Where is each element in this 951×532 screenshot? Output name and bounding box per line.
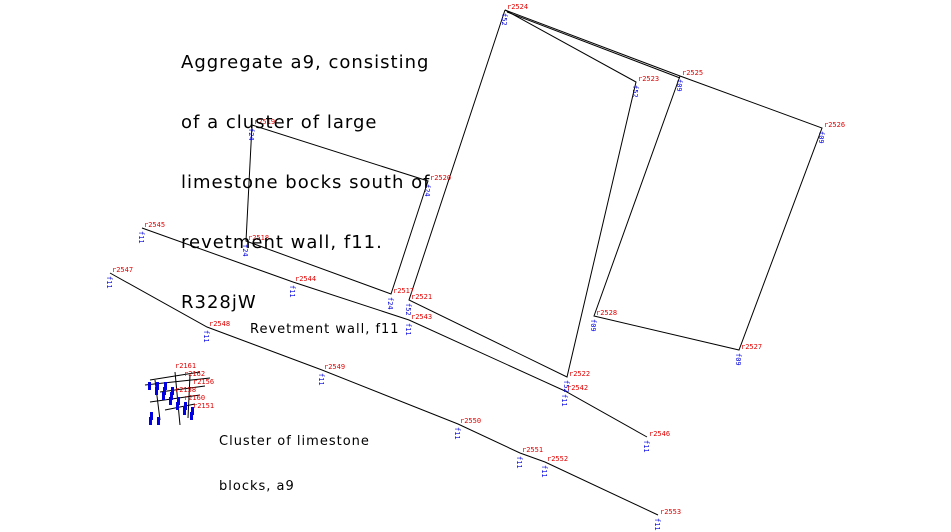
- block-outline: [408, 9, 637, 378]
- cluster-block-edge: [187, 374, 191, 419]
- cluster-code-mark: [156, 382, 159, 390]
- point-label: r2528: [596, 309, 617, 317]
- point-label: r2543: [411, 313, 432, 321]
- cluster-code-mark: [184, 402, 187, 410]
- cluster-code-mark: [149, 417, 152, 425]
- block-outline: [593, 75, 823, 351]
- point-label: r2525: [682, 69, 703, 77]
- point-code: f24: [423, 184, 431, 197]
- point-code: f24: [241, 244, 249, 257]
- cluster-code-mark: [183, 407, 186, 415]
- point-code: f11: [560, 394, 568, 407]
- point-code: f11: [317, 373, 325, 386]
- cluster-code-mark: [171, 387, 174, 395]
- point-code: f11: [404, 323, 412, 336]
- point-code: f11: [137, 231, 145, 244]
- cluster-block-edge: [159, 385, 206, 393]
- point-label: r2544: [295, 275, 316, 283]
- point-label: r2542: [567, 384, 588, 392]
- block-outline: [245, 124, 429, 295]
- point-label: r2527: [741, 343, 762, 351]
- point-code: f11: [202, 330, 210, 343]
- cluster-point-label: r2160: [184, 394, 205, 402]
- wall-line-upper: [141, 227, 648, 438]
- point-label: r2524: [507, 3, 528, 11]
- point-label: r2545: [144, 221, 165, 229]
- cluster-code-mark: [169, 397, 172, 405]
- point-code: f11: [288, 285, 296, 298]
- cluster-code-mark: [191, 407, 194, 415]
- title-line: revetment wall, f11.: [181, 232, 383, 253]
- point-label: r2523: [638, 75, 659, 83]
- cluster-label-line: Cluster of limestone: [219, 434, 370, 449]
- point-label: r2551: [522, 446, 543, 454]
- cluster-code-mark: [155, 387, 158, 395]
- point-code: f52: [404, 303, 412, 316]
- cluster-code-mark: [162, 392, 165, 400]
- revetment-wall-label: Revetment wall, f11: [250, 322, 400, 337]
- point-code: f11: [642, 440, 650, 453]
- cluster-point-label: r2162: [184, 370, 205, 378]
- point-label: r2518: [248, 234, 269, 242]
- point-code: f52: [562, 380, 570, 393]
- cluster-code-mark: [177, 397, 180, 405]
- point-label: r2548: [209, 320, 230, 328]
- title-line: of a cluster of large: [181, 112, 378, 133]
- cluster-code-mark: [190, 412, 193, 420]
- point-code: f09: [589, 319, 597, 332]
- cluster-block-edge: [164, 403, 196, 411]
- cluster-point-label: r2151: [193, 402, 214, 410]
- point-code: f11: [515, 456, 523, 469]
- point-label: r2526: [824, 121, 845, 129]
- title-line: Aggregate a9, consisting: [181, 52, 430, 73]
- point-code: f09: [675, 79, 683, 92]
- point-label: r2519: [254, 118, 275, 126]
- aggregate-description: Aggregate a9, consisting of a cluster of…: [181, 13, 430, 333]
- point-code: f24: [247, 128, 255, 141]
- cluster-code-mark: [176, 402, 179, 410]
- point-code: f09: [734, 353, 742, 366]
- title-line: limestone bocks south of: [181, 172, 431, 193]
- block-edge: [504, 9, 681, 77]
- cluster-code-mark: [170, 392, 173, 400]
- point-code: f52: [500, 13, 508, 26]
- cluster-point-label: r2156: [193, 378, 214, 386]
- cluster-code-mark: [157, 417, 160, 425]
- point-code: f11: [453, 427, 461, 440]
- point-label: r2550: [460, 417, 481, 425]
- wall-line-lower: [109, 272, 659, 516]
- point-label: r2552: [547, 455, 568, 463]
- point-code: f24: [386, 297, 394, 310]
- point-label: r2521: [411, 293, 432, 301]
- cluster-point-label: r2158: [175, 386, 196, 394]
- cluster-block-edge: [149, 394, 201, 403]
- point-code: f52: [631, 85, 639, 98]
- point-label: r2522: [569, 370, 590, 378]
- point-label: r2553: [660, 508, 681, 516]
- cluster-label: Cluster of limestone blocks, a9: [219, 404, 370, 509]
- point-label: r2517: [393, 287, 414, 295]
- title-line: R328jW: [181, 292, 257, 313]
- point-code: f11: [653, 518, 661, 531]
- cluster-code-mark: [164, 382, 167, 390]
- point-label: r2546: [649, 430, 670, 438]
- point-code: f11: [105, 276, 113, 289]
- cluster-code-mark: [148, 382, 151, 390]
- cluster-point-label: r2161: [175, 362, 196, 370]
- cluster-code-mark: [163, 387, 166, 395]
- point-label: r2547: [112, 266, 133, 274]
- block-edge: [506, 11, 681, 79]
- point-label: r2549: [324, 363, 345, 371]
- cluster-block-edge: [154, 379, 161, 421]
- point-label: r2520: [430, 174, 451, 182]
- cluster-code-mark: [150, 412, 153, 420]
- point-code: f09: [817, 131, 825, 144]
- cluster-label-line: blocks, a9: [219, 479, 295, 494]
- point-code: f11: [540, 465, 548, 478]
